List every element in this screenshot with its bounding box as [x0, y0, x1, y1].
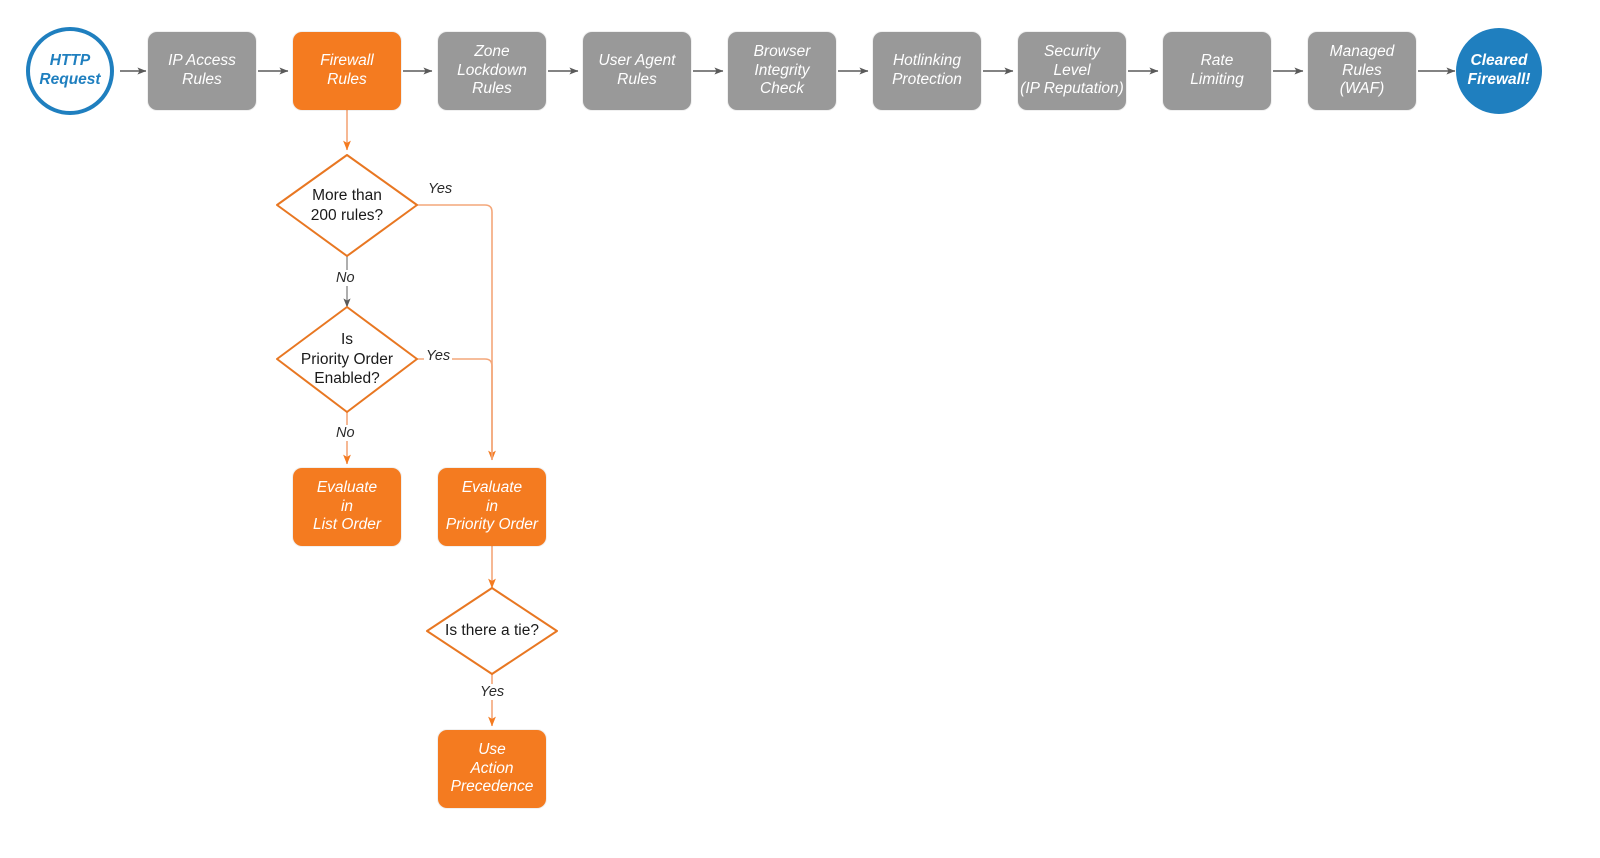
edge-label-yes-more-than-200: Yes [426, 181, 455, 197]
edge-decision2-yes [417, 358, 493, 460]
edge-label-no-more-than-200: No [334, 270, 357, 286]
edge-label-yes-priority-order: Yes [424, 348, 453, 364]
edge-decision1-yes [417, 204, 496, 461]
edge-label-no-priority-order: No [334, 425, 357, 441]
decision-tie-label: Is there a tie? [445, 622, 539, 640]
edge-label-yes-tie: Yes [478, 684, 507, 700]
decision-tie[interactable]: Is there a tie? [427, 588, 557, 674]
